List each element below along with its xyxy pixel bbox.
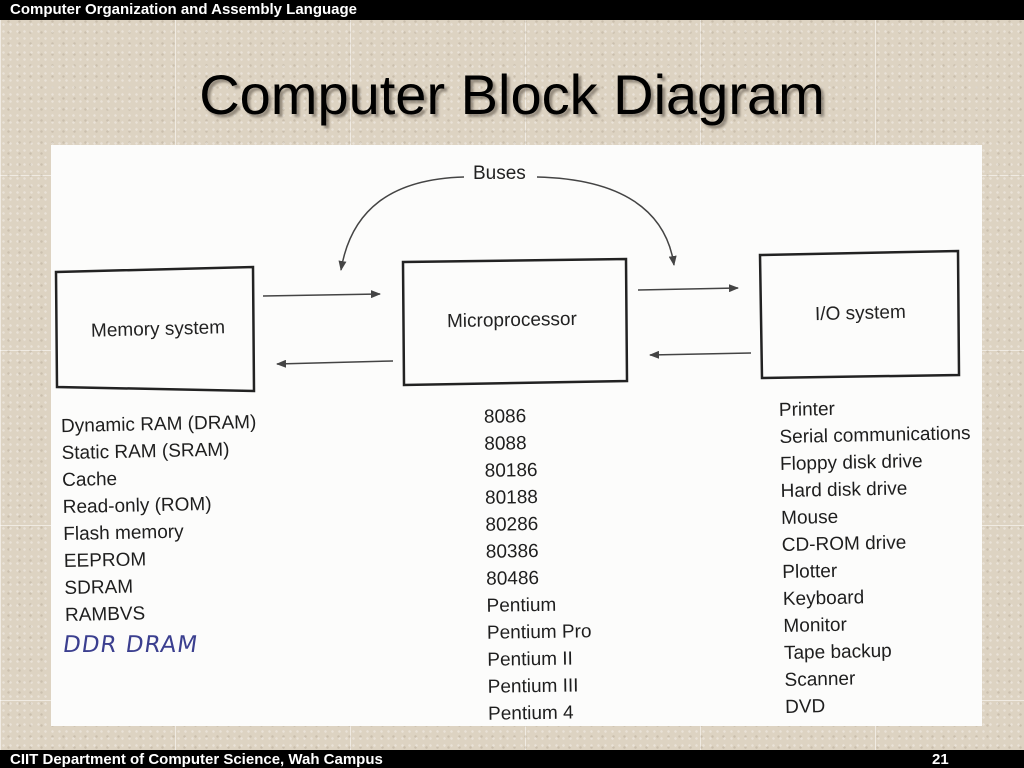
memory-types-list: Dynamic RAM (DRAM) Static RAM (SRAM) Cac… bbox=[61, 409, 261, 629]
memory-system-label: Memory system bbox=[90, 317, 226, 342]
list-item: Read-only (ROM) bbox=[62, 493, 212, 519]
list-item: EEPROM bbox=[63, 549, 147, 573]
list-item: Pentium II bbox=[487, 648, 574, 671]
list-item: SDRAM bbox=[64, 576, 134, 600]
list-item: 80286 bbox=[485, 513, 539, 536]
list-item: 8086 bbox=[483, 406, 527, 428]
list-item: Printer bbox=[778, 398, 836, 422]
list-item: Cache bbox=[61, 468, 118, 492]
block-diagram: Buses Memory system Microprocessor I/O s… bbox=[51, 145, 982, 726]
list-item: Flash memory bbox=[63, 521, 184, 546]
list-item: 80186 bbox=[484, 460, 538, 482]
slide-footer: CIIT Department of Computer Science, Wah… bbox=[0, 750, 1024, 768]
page-number: 21 bbox=[932, 751, 949, 768]
list-item: 80188 bbox=[484, 486, 539, 509]
list-item: Mouse bbox=[780, 506, 839, 530]
list-item: Dynamic RAM (DRAM) bbox=[60, 411, 257, 438]
list-item: Floppy disk drive bbox=[779, 451, 923, 476]
processor-to-memory-arrow bbox=[276, 359, 394, 368]
list-item: Tape backup bbox=[783, 640, 892, 664]
handwritten-note: DDR DRAM bbox=[61, 632, 200, 658]
department-label: CIIT Department of Computer Science, Wah… bbox=[10, 751, 383, 768]
io-devices-list: Printer Serial communications Floppy dis… bbox=[779, 393, 977, 721]
list-item: RAMBVS bbox=[64, 603, 146, 627]
list-item: Hard disk drive bbox=[780, 478, 908, 503]
slide-title: Computer Block Diagram bbox=[199, 63, 825, 126]
list-item: 8088 bbox=[484, 433, 527, 455]
list-item: Plotter bbox=[782, 560, 838, 583]
course-title: Computer Organization and Assembly Langu… bbox=[10, 1, 357, 18]
diagram-graphics bbox=[54, 176, 961, 393]
buses-left-curve bbox=[338, 176, 465, 271]
processor-to-io-arrow bbox=[637, 284, 739, 293]
microprocessor-box bbox=[401, 257, 629, 387]
microprocessor-label: Microprocessor bbox=[446, 308, 578, 333]
list-item: Pentium 4 bbox=[487, 702, 574, 725]
list-item: Keyboard bbox=[782, 587, 865, 610]
memory-system-box bbox=[54, 265, 256, 393]
list-item: Pentium Pro bbox=[486, 621, 592, 644]
list-item: 80386 bbox=[485, 540, 539, 563]
list-item: Serial communications bbox=[779, 423, 971, 449]
list-item: DVD bbox=[784, 696, 826, 718]
io-system-box bbox=[758, 249, 961, 380]
course-header: Computer Organization and Assembly Langu… bbox=[0, 0, 1024, 20]
buses-right-curve bbox=[536, 176, 677, 266]
list-item: CD-ROM drive bbox=[781, 532, 907, 557]
list-item: Pentium bbox=[486, 594, 557, 617]
buses-label: Buses bbox=[473, 163, 526, 184]
processor-models-list: 8086 8088 80186 80188 80286 80386 80486 … bbox=[484, 402, 593, 727]
list-item: Static RAM (SRAM) bbox=[61, 439, 230, 465]
io-system-label: I/O system bbox=[814, 301, 907, 326]
list-item: Monitor bbox=[783, 614, 847, 637]
io-to-processor-arrow bbox=[649, 350, 752, 359]
list-item: Scanner bbox=[784, 668, 856, 691]
memory-to-processor-arrow bbox=[262, 290, 381, 299]
list-item: Pentium III bbox=[487, 675, 579, 698]
list-item: 80486 bbox=[486, 567, 540, 590]
